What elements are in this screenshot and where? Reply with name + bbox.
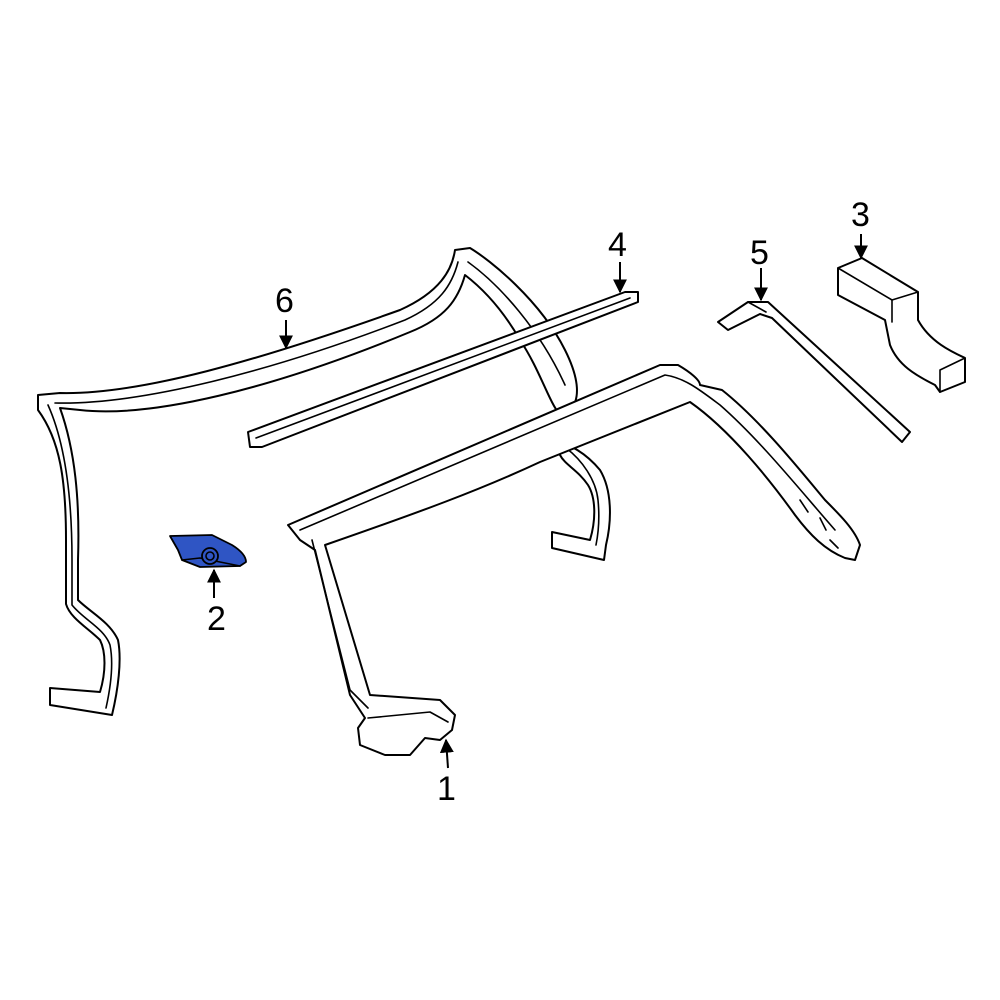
callout-1: 1: [437, 770, 456, 808]
callout-labels: 1 2 3 4 5 6: [207, 196, 870, 808]
part-6-frame-seal: [37, 247, 611, 716]
leader-1: [439, 738, 454, 769]
callout-leaders: [207, 234, 868, 769]
callout-6: 6: [275, 282, 294, 320]
callout-3: 3: [851, 196, 870, 234]
callout-4: 4: [608, 226, 627, 264]
part-3-block-support: [837, 257, 966, 393]
callout-5: 5: [750, 234, 769, 272]
part-5-bent-rod: [717, 301, 911, 443]
part-2-bracket: [169, 534, 247, 568]
part-1-door-frame: [287, 364, 861, 756]
callout-2: 2: [207, 600, 226, 638]
